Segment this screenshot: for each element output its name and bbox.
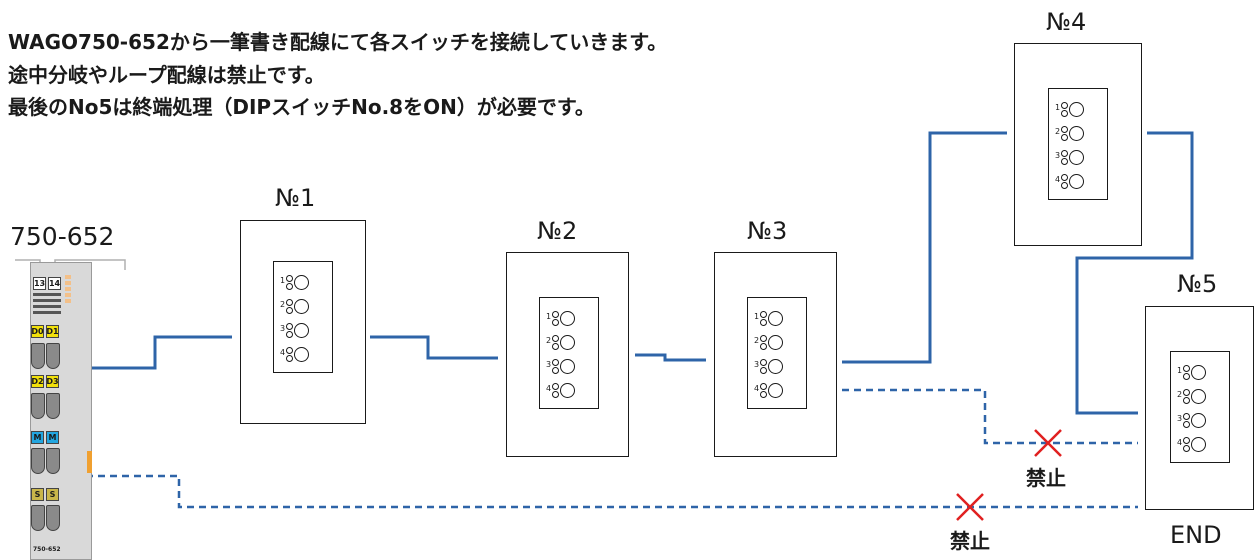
button-3: 3 <box>1049 146 1107 170</box>
status-leds <box>33 293 61 315</box>
terminal-spring-icon <box>46 393 60 419</box>
m1-tag: M <box>31 431 44 444</box>
wire-no2-to-no3 <box>635 353 706 362</box>
s2-tag: S <box>46 488 59 501</box>
terminal-spring-icon <box>31 448 45 474</box>
note-line-3: 最後のNo5は終端処理（DIPスイッチNo.8をON）が必要です。 <box>8 95 595 119</box>
button-2: 2 <box>274 295 332 319</box>
button-4: 4 <box>1049 170 1107 194</box>
switch-plate-3: 1 2 3 4 <box>714 252 837 457</box>
end-label: END <box>1170 521 1222 549</box>
d3-tag: D3 <box>46 375 59 388</box>
forbidden-cross-icon <box>1034 429 1062 457</box>
s1-tag: S <box>31 488 44 501</box>
button-3: 3 <box>748 355 806 379</box>
button-2: 2 <box>748 331 806 355</box>
button-1: 1 <box>1049 98 1107 122</box>
d2-tag: D2 <box>31 375 44 388</box>
button-2: 2 <box>1049 122 1107 146</box>
button-1: 1 <box>274 271 332 295</box>
channel-14-label: 14 <box>48 277 61 290</box>
switch-2-label: №2 <box>537 217 578 245</box>
switch-plate-1: 1 2 3 4 <box>240 220 366 424</box>
button-4: 4 <box>1171 433 1229 457</box>
note-line-1: WAGO750-652から一筆書き配線にて各スイッチを接続していきます。 <box>8 30 668 54</box>
terminal-spring-icon <box>31 505 45 531</box>
switch-1-label: №1 <box>275 184 316 212</box>
orange-marker <box>87 451 92 473</box>
wire-no3-to-no4 <box>842 131 1007 364</box>
forbidden-label-2: 禁止 <box>950 529 990 553</box>
button-4: 4 <box>274 343 332 367</box>
switch-plate-2: 1 2 3 4 <box>506 252 629 457</box>
module-title: 750-652 <box>10 222 115 251</box>
terminal-spring-icon <box>46 448 60 474</box>
switch-plate-5: 1 2 3 4 <box>1145 306 1254 510</box>
forbidden-cross-icon <box>956 493 984 521</box>
switch-plate-4: 1 2 3 4 <box>1014 43 1142 246</box>
terminal-spring-icon <box>31 343 45 369</box>
terminal-spring-icon <box>46 343 60 369</box>
switch-3-label: №3 <box>747 217 788 245</box>
switch-4-label: №4 <box>1046 8 1087 36</box>
channel-13-label: 13 <box>33 277 46 290</box>
d1-tag: D1 <box>46 325 59 338</box>
button-1: 1 <box>540 307 598 331</box>
wago-750-652-module: 13 14 D0 D1 D2 D3 M M S S 750-652 <box>30 262 92 560</box>
button-4: 4 <box>540 379 598 403</box>
button-2: 2 <box>540 331 598 355</box>
wire-module-to-no1 <box>62 335 232 370</box>
note-line-2: 途中分岐やループ配線は禁止です。 <box>8 63 325 87</box>
button-3: 3 <box>1171 409 1229 433</box>
led-strip <box>65 275 71 305</box>
button-2: 2 <box>1171 385 1229 409</box>
m2-tag: M <box>46 431 59 444</box>
forbidden-label-1: 禁止 <box>1026 466 1066 490</box>
button-3: 3 <box>274 319 332 343</box>
button-3: 3 <box>540 355 598 379</box>
wire-no4-to-no5 <box>1075 131 1194 415</box>
forbidden-branch-wire <box>842 388 1138 445</box>
terminal-spring-icon <box>31 393 45 419</box>
wire-no1-to-no2 <box>370 335 498 360</box>
module-bottom-label: 750-652 <box>33 546 61 553</box>
terminal-spring-icon <box>46 505 60 531</box>
d0-tag: D0 <box>31 325 44 338</box>
switch-5-label: №5 <box>1177 270 1218 298</box>
forbidden-loop-wire <box>62 474 1138 509</box>
button-1: 1 <box>748 307 806 331</box>
button-1: 1 <box>1171 361 1229 385</box>
button-4: 4 <box>748 379 806 403</box>
